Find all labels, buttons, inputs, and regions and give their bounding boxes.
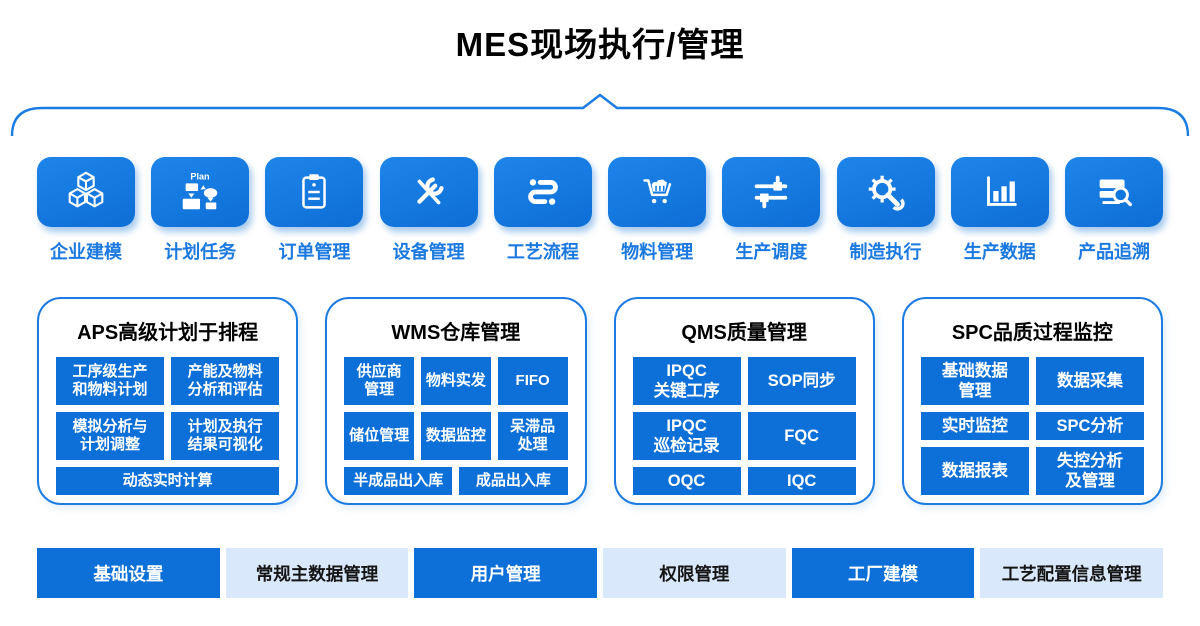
feature-cell: SOP同步 <box>747 357 856 405</box>
module-8: 制造执行 <box>836 157 935 264</box>
feature-cell: 数据采集 <box>1035 357 1144 405</box>
module-label: 设备管理 <box>392 242 465 262</box>
panel-row: 模拟分析与 计划调整计划及执行 结果可视化 <box>56 412 280 460</box>
panel-title: APS高级计划于排程 <box>77 322 259 344</box>
feature-cell: 呆滞品 处理 <box>497 412 568 460</box>
feature-cell: 基础数据 管理 <box>920 357 1029 405</box>
cart-icon <box>608 157 707 227</box>
feature-cell: 成品出入库 <box>459 467 568 495</box>
panel-title: QMS质量管理 <box>681 322 807 344</box>
feature-cell: 数据监控 <box>421 412 491 460</box>
feature-cell: SPC分析 <box>1035 412 1144 440</box>
module-label: 订单管理 <box>278 242 351 262</box>
bottom-item-6: 工艺配置信息管理 <box>980 548 1164 598</box>
feature-cell: FIFO <box>497 357 568 405</box>
module-6: 物料管理 <box>608 157 707 264</box>
module-label: 生产调度 <box>735 242 808 262</box>
bottom-bar: 基础设置常规主数据管理用户管理权限管理工厂建模工艺配置信息管理 <box>37 548 1164 598</box>
module-label: 企业建模 <box>50 242 122 262</box>
module-label: 产品追溯 <box>1077 242 1150 262</box>
cubes-icon <box>37 157 135 227</box>
feature-cell: 物料实发 <box>421 357 491 405</box>
panel-title: WMS仓库管理 <box>391 322 521 344</box>
bar-chart-icon <box>950 157 1049 227</box>
feature-cell: 工序级生产 和物料计划 <box>56 357 165 405</box>
flow-path-icon <box>493 157 592 227</box>
search-docs-icon <box>1064 157 1163 227</box>
panel-row: 工序级生产 和物料计划产能及物料 分析和评估 <box>56 357 280 405</box>
plan-flowchart-icon: Plan <box>151 157 250 227</box>
page-title: MES现场执行/管理 <box>455 26 745 63</box>
panel-title: SPC品质过程监控 <box>951 322 1113 344</box>
feature-cell: IPQC 巡检记录 <box>632 412 741 460</box>
sliders-icon <box>722 157 821 227</box>
module-label: 生产数据 <box>963 242 1036 262</box>
feature-cell: 模拟分析与 计划调整 <box>56 412 165 460</box>
feature-cell: 失控分析 及管理 <box>1035 447 1144 495</box>
module-label: 计划任务 <box>164 242 237 262</box>
module-7: 生产调度 <box>722 157 821 264</box>
bottom-item-3: 用户管理 <box>414 548 598 598</box>
clipboard-icon <box>265 157 364 227</box>
feature-cell: OQC <box>632 467 741 495</box>
feature-cell: 供应商 管理 <box>344 357 414 405</box>
panel-row: 数据报表失控分析 及管理 <box>920 447 1144 495</box>
module-label: 工艺流程 <box>506 242 579 262</box>
feature-cell: FQC <box>747 412 856 460</box>
module-1: 企业建模 <box>37 157 135 264</box>
module-5: 工艺流程 <box>493 157 592 264</box>
bottom-item-5: 工厂建模 <box>791 548 975 598</box>
bottom-item-1: 基础设置 <box>37 548 220 598</box>
feature-cell: 计划及执行 结果可视化 <box>171 412 280 460</box>
panel-row: 储位管理数据监控呆滞品 处理 <box>344 412 568 460</box>
feature-cell: IQC <box>747 467 856 495</box>
module-4: 设备管理 <box>379 157 478 264</box>
bottom-item-4: 权限管理 <box>603 548 786 598</box>
gear-wrench-icon <box>836 157 935 227</box>
panel-row: 半成品出入库成品出入库 <box>344 467 568 495</box>
module-2: Plan 计划任务 <box>151 157 250 264</box>
panels-row: APS高级计划于排程工序级生产 和物料计划产能及物料 分析和评估模拟分析与 计划… <box>37 297 1163 505</box>
modules-row: 企业建模 Plan 计划任务 订单管理 设备管理 工艺流程 物料管理 生产调度 制造执行 生产数据… <box>37 157 1163 264</box>
panel-1: APS高级计划于排程工序级生产 和物料计划产能及物料 分析和评估模拟分析与 计划… <box>37 297 299 505</box>
panel-row: 基础数据 管理数据采集 <box>920 357 1144 405</box>
panel-row: 动态实时计算 <box>56 467 280 495</box>
brace-line <box>10 93 1190 137</box>
module-label: 制造执行 <box>849 242 922 262</box>
module-label: 物料管理 <box>621 242 694 262</box>
module-9: 生产数据 <box>950 157 1049 264</box>
feature-cell: 实时监控 <box>920 412 1029 440</box>
bottom-item-2: 常规主数据管理 <box>225 548 409 598</box>
feature-cell: 产能及物料 分析和评估 <box>171 357 280 405</box>
feature-cell: IPQC 关键工序 <box>632 357 741 405</box>
feature-cell: 动态实时计算 <box>56 467 280 495</box>
tools-icon <box>379 157 478 227</box>
feature-cell: 半成品出入库 <box>344 467 453 495</box>
svg-text:Plan: Plan <box>191 172 210 182</box>
feature-cell: 数据报表 <box>920 447 1029 495</box>
module-10: 产品追溯 <box>1064 157 1163 264</box>
feature-cell: 储位管理 <box>344 412 414 460</box>
module-3: 订单管理 <box>265 157 364 264</box>
